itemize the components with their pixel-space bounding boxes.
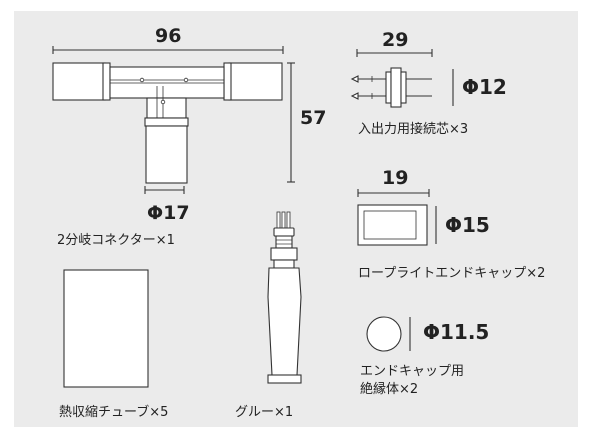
tee-caption: 2分岐コネクター×1: [57, 233, 175, 248]
tee-diameter-label: Φ17: [147, 202, 190, 224]
tee-left-sleeve: [52, 62, 106, 101]
glue-caption: グルー×1: [235, 405, 294, 420]
end-cap-drawing: [357, 189, 437, 246]
heat-shrink-tube-drawing: [63, 269, 149, 388]
glue-tube-body: [267, 267, 302, 376]
tee-neck: [146, 97, 187, 119]
pin-connector-drawing: [350, 49, 454, 108]
heat-shrink-tube-caption: 熱収縮チューブ×5: [59, 405, 169, 420]
tee-connector-drawing: [52, 46, 295, 194]
insulator-caption-line2: 絶縁体×2: [360, 382, 419, 397]
end-cap-caption: ロープライトエンドキャップ×2: [358, 266, 546, 281]
pin-width-label: 29: [382, 29, 409, 51]
pin-caption: 入出力用接続芯×3: [358, 122, 469, 137]
pin-housing: [390, 67, 402, 108]
glue-tube-drawing: [267, 211, 302, 384]
tee-height-label: 57: [300, 107, 327, 129]
end-cap-width-label: 19: [382, 167, 409, 189]
tee-bottom-sleeve: [145, 125, 188, 184]
insulator-disc: [366, 316, 402, 352]
insulator-caption-line1: エンドキャップ用: [360, 364, 465, 379]
tee-right-sleeve: [228, 62, 283, 101]
pin-diameter-label: Φ12: [462, 75, 507, 99]
end-cap-diameter-label: Φ15: [445, 213, 490, 237]
tee-width-label: 96: [155, 25, 182, 47]
insulator-diameter-label: Φ11.5: [423, 320, 490, 344]
tee-body: [109, 66, 225, 99]
insulator-drawing: [366, 316, 411, 352]
